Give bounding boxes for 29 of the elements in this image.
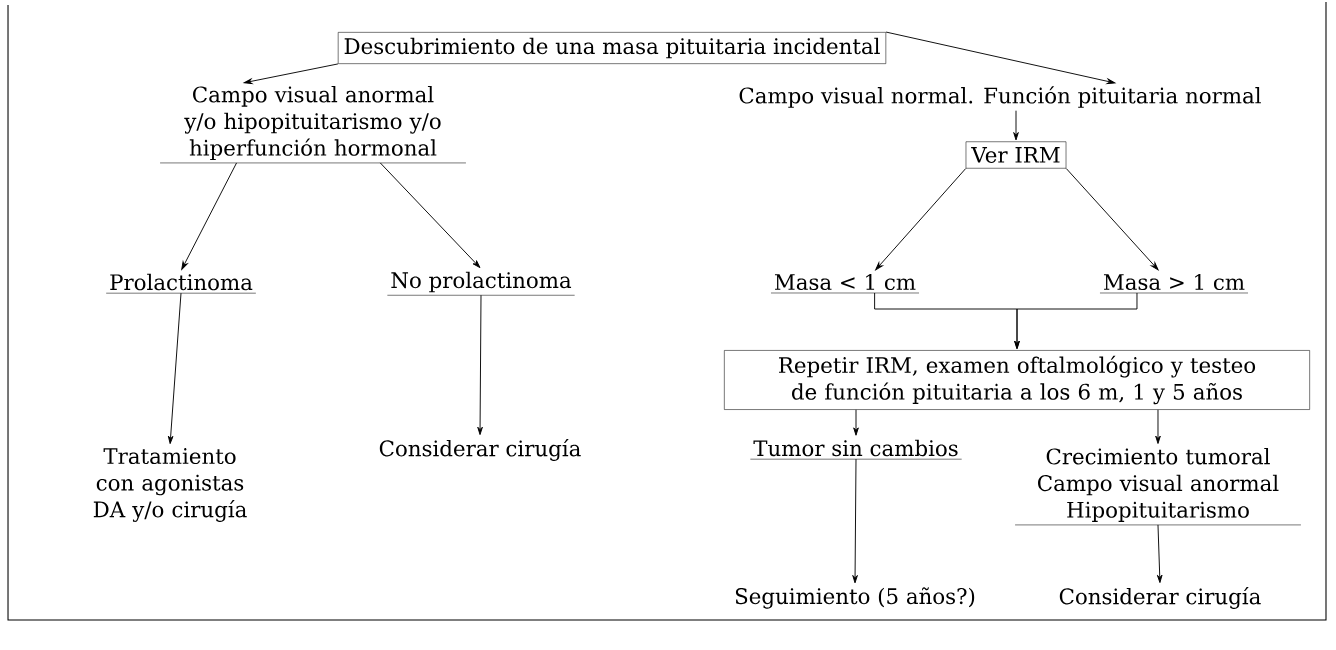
underlined-label: No prolactinoma <box>387 271 575 296</box>
underlined-label: Tumor sin cambios <box>750 439 962 460</box>
process-box: Descubrimiento de una masa pituitaria incidental <box>337 32 887 64</box>
process-box: Ver IRM <box>965 141 1067 169</box>
arrow <box>853 409 859 436</box>
underlined-label: Crecimiento tumoral Campo visual anormal Hipopituitarismo <box>1014 448 1302 526</box>
text-label: Tratamiento con agonistas DA y/o cirugía <box>93 448 247 522</box>
text-label: Campo visual normal. Función pituitaria normal <box>739 86 1261 108</box>
arrow <box>477 294 483 436</box>
arrow <box>1156 524 1163 584</box>
text-label: Considerar cirugía <box>1059 587 1261 609</box>
arrow <box>243 63 339 85</box>
arrow <box>852 458 858 584</box>
arrow <box>885 31 1116 85</box>
underlined-label: Masa > 1 cm <box>1099 273 1249 294</box>
underlined-label: Prolactinoma <box>105 273 257 294</box>
arrow <box>379 162 481 269</box>
arrow <box>1013 110 1019 141</box>
underlined-label: Campo visual anormal y/o hipopituitarismo y/o hiperfunción hormonal <box>159 86 467 164</box>
arrow <box>167 292 182 445</box>
text-label: Seguimiento (5 años?) <box>735 587 975 609</box>
arrow <box>1155 409 1161 444</box>
arrow <box>1014 292 1138 350</box>
arrow <box>875 168 967 271</box>
arrow <box>181 162 237 270</box>
arrow <box>1065 168 1159 271</box>
process-box: Repetir IRM, examen oftalmológico y testeo de función pituitaria a los 6 m, 1 y 5 años <box>724 350 1310 410</box>
underlined-label: Masa < 1 cm <box>770 273 920 294</box>
text-label: Considerar cirugía <box>379 439 581 461</box>
